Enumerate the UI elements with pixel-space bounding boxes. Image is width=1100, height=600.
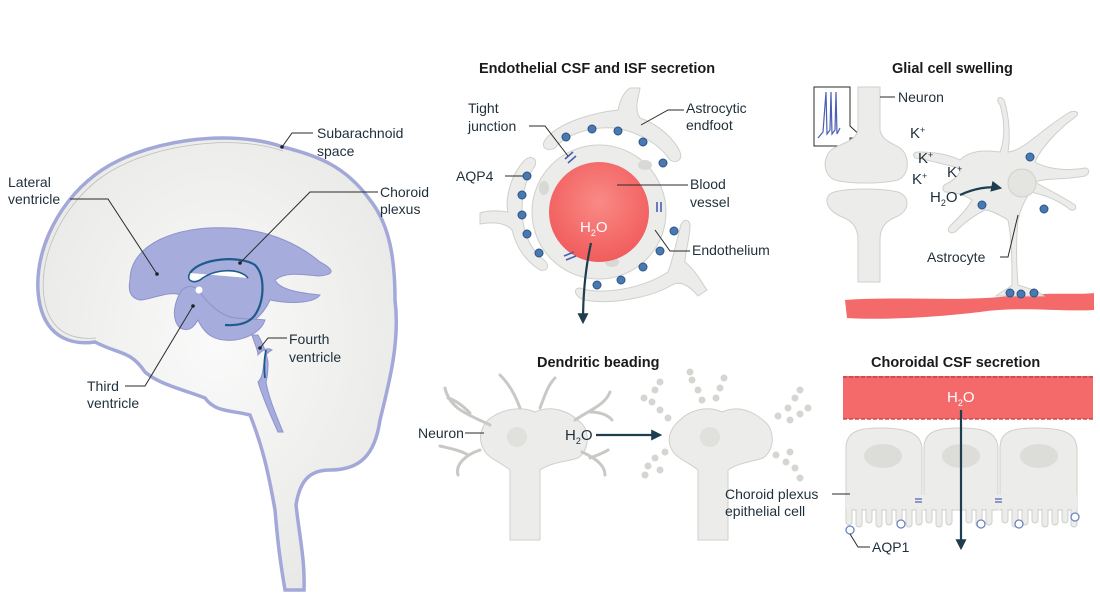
leader-dot	[258, 346, 262, 350]
tight-junction-marks	[563, 151, 662, 261]
water-influx-arrow	[959, 180, 1003, 196]
neuron-beaded	[640, 368, 812, 541]
choroid-plexus-loop	[187, 269, 249, 283]
label-epithelial-cell-2: epithelial cell	[725, 503, 805, 519]
label-astrocyte: Astrocyte	[927, 249, 986, 265]
leader-dot	[238, 261, 242, 265]
label-k-ion: K+	[910, 125, 925, 142]
label-choroid-plexus: Choroid	[380, 184, 429, 200]
astrocyte-nucleus	[1007, 168, 1037, 198]
title-glial: Glial cell swelling	[892, 61, 1013, 77]
blood-capillary	[843, 376, 1093, 419]
label-k-ion: K+	[947, 164, 962, 181]
leader-aqp1	[849, 533, 870, 548]
leader-third	[125, 305, 194, 387]
aqp4-channels	[517, 124, 679, 290]
epithelial-nucleus	[864, 444, 902, 468]
endothelial-panel: Endothelial CSF and ISF secretion	[456, 61, 770, 325]
leader-dot	[191, 304, 195, 308]
third-ventricle-shape	[173, 286, 266, 341]
spike-train-icon	[817, 91, 841, 139]
glial-panel: Glial cell swelling K+ K+ K+ K+ H2O	[813, 61, 1094, 319]
title-dendritic: Dendritic beading	[537, 355, 659, 371]
title-choroidal: Choroidal CSF secretion	[871, 355, 1040, 371]
epithelial-nucleus	[1020, 444, 1058, 468]
label-subarachnoid-2: space	[317, 143, 355, 159]
brain-panel: Subarachnoid space Lateral ventricle Cho…	[8, 125, 429, 592]
label-neuron-glial: Neuron	[898, 89, 944, 105]
leader-endothelium	[654, 229, 690, 252]
foramen-dot	[195, 286, 203, 294]
label-lateral-ventricle-2: ventricle	[8, 191, 60, 207]
h2o-label-choroidal: H2O	[947, 389, 975, 408]
leader-choroid	[239, 191, 378, 264]
choroidal-panel: Choroidal CSF secretion H2O	[725, 355, 1093, 555]
leader-dot	[280, 145, 284, 149]
leader-astrocytic-endfoot	[640, 109, 684, 126]
title-endothelial: Endothelial CSF and ISF secretion	[479, 61, 715, 77]
label-astrocytic-endfoot-2: endfoot	[686, 117, 733, 133]
label-blood-vessel: Blood	[690, 176, 726, 192]
leader-dot	[155, 272, 159, 276]
astrocytic-endfoot-top	[542, 87, 682, 163]
leader-tight-junction	[529, 125, 569, 157]
leader-astrocyte	[1000, 214, 1019, 258]
neuron-soma-nucleus	[700, 427, 720, 447]
label-astrocytic-endfoot: Astrocytic	[686, 100, 747, 116]
dendritic-panel: Dendritic beading H2O	[418, 355, 812, 541]
leader-subarachnoid	[281, 132, 313, 148]
label-third-ventricle: Third	[87, 378, 119, 394]
astrocyte-cell	[913, 97, 1090, 297]
blood-vessel	[549, 162, 649, 262]
astrocytic-endfoot-bottom	[574, 219, 708, 303]
label-neuron-dendritic: Neuron	[418, 425, 464, 441]
endothelial-nucleus	[539, 181, 549, 195]
label-aqp4: AQP4	[456, 168, 494, 184]
label-k-ion: K+	[912, 171, 927, 188]
label-fourth-ventricle: Fourth	[289, 331, 329, 347]
label-choroid-plexus-2: plexus	[380, 201, 420, 217]
h2o-label-endothelial: H2O	[580, 219, 608, 238]
fourth-ventricle-choroid	[263, 349, 267, 379]
leader-lateral	[70, 198, 158, 275]
neuron-presynaptic	[824, 86, 908, 184]
label-subarachnoid: Subarachnoid	[317, 125, 403, 141]
epithelial-cells	[845, 427, 1078, 528]
neuron-healthy	[438, 373, 614, 541]
label-endothelium: Endothelium	[692, 242, 770, 258]
neuron-postsynaptic	[826, 188, 908, 283]
label-epithelial-cell: Choroid plexus	[725, 486, 818, 502]
water-flow-arrow	[577, 242, 593, 325]
fourth-ventricle-shape	[251, 334, 284, 433]
h2o-label-glial: H2O	[930, 189, 958, 208]
choroid-plexus-curve	[189, 258, 264, 327]
neuron-soma-nucleus	[507, 427, 527, 447]
h2o-label-dendritic: H2O	[565, 427, 593, 446]
blood-vessel-strip	[845, 293, 1094, 319]
brain-outline	[36, 136, 399, 592]
aqp4-channels-glial	[977, 152, 1049, 299]
label-fourth-ventricle-2: ventricle	[289, 349, 341, 365]
label-aqp1: AQP1	[872, 539, 910, 555]
endothelial-nucleus	[638, 160, 652, 170]
leader-fourth	[259, 337, 287, 349]
label-blood-vessel-2: vessel	[690, 194, 730, 210]
label-lateral-ventricle: Lateral	[8, 174, 51, 190]
label-tight-junction: Tight	[468, 100, 499, 116]
brain-cortex-edge	[42, 142, 284, 339]
label-third-ventricle-2: ventricle	[87, 395, 139, 411]
label-k-ion: K+	[918, 150, 933, 167]
label-tight-junction-2: junction	[467, 118, 516, 134]
